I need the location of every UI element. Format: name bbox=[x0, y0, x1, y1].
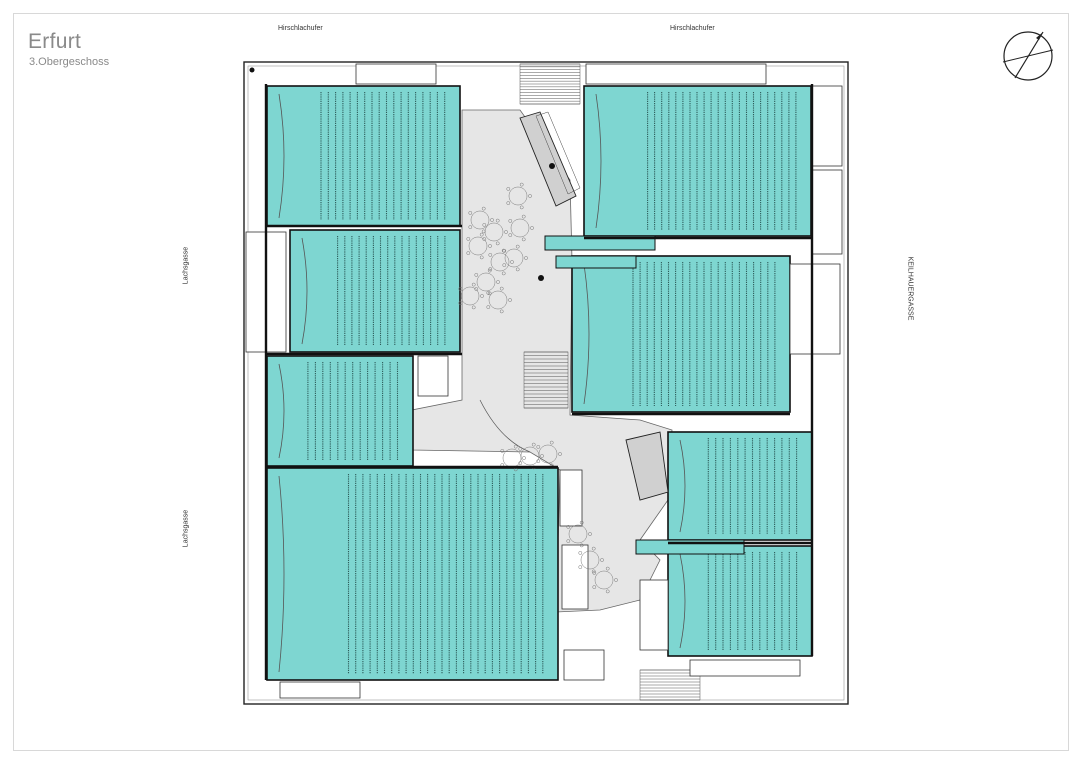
drawing-subtitle: 3.Obergeschoss bbox=[29, 56, 110, 68]
auditorium-hall-5-seat-rows bbox=[278, 362, 399, 460]
auditorium-hall-6 bbox=[266, 467, 559, 681]
staircase-north bbox=[519, 63, 581, 105]
auditorium-hall-4 bbox=[571, 255, 791, 413]
auditorium-hall-3-seat-rows bbox=[301, 236, 446, 346]
foyer-seating bbox=[458, 182, 618, 594]
auditorium-hall-2-seat-rows bbox=[595, 92, 797, 230]
column-2 bbox=[549, 163, 555, 169]
street-label-top-right: Hirschlachufer bbox=[670, 25, 715, 32]
compass-icon bbox=[1002, 31, 1054, 81]
projection-strip-1 bbox=[544, 235, 656, 251]
foyer-arc bbox=[479, 399, 531, 453]
auditorium-hall-5 bbox=[266, 355, 414, 467]
drawing-title: Erfurt bbox=[28, 30, 82, 53]
auditorium-hall-3 bbox=[289, 229, 461, 353]
bar-counter-south bbox=[625, 431, 669, 501]
auditorium-hall-1-seat-rows bbox=[278, 92, 446, 220]
structural-walls bbox=[264, 84, 814, 680]
auditorium-hall-6-seat-rows bbox=[278, 474, 544, 674]
auditorium-hall-8-seat-rows bbox=[679, 552, 798, 650]
auditorium-hall-7-seat-rows bbox=[679, 438, 798, 534]
service-rooms bbox=[245, 63, 843, 699]
auditorium-hall-7 bbox=[667, 431, 813, 541]
staircase-central bbox=[523, 351, 569, 409]
street-label-top-left: Hirschlachufer bbox=[278, 25, 323, 32]
auditorium-hall-4-seat-rows bbox=[583, 262, 776, 406]
auditorium-hall-8 bbox=[667, 545, 813, 657]
bar-counter-north bbox=[519, 111, 581, 207]
auditorium-hall-1 bbox=[266, 85, 461, 227]
column-3 bbox=[249, 67, 255, 73]
column-1 bbox=[538, 275, 544, 281]
projection-strip-3 bbox=[555, 255, 637, 269]
